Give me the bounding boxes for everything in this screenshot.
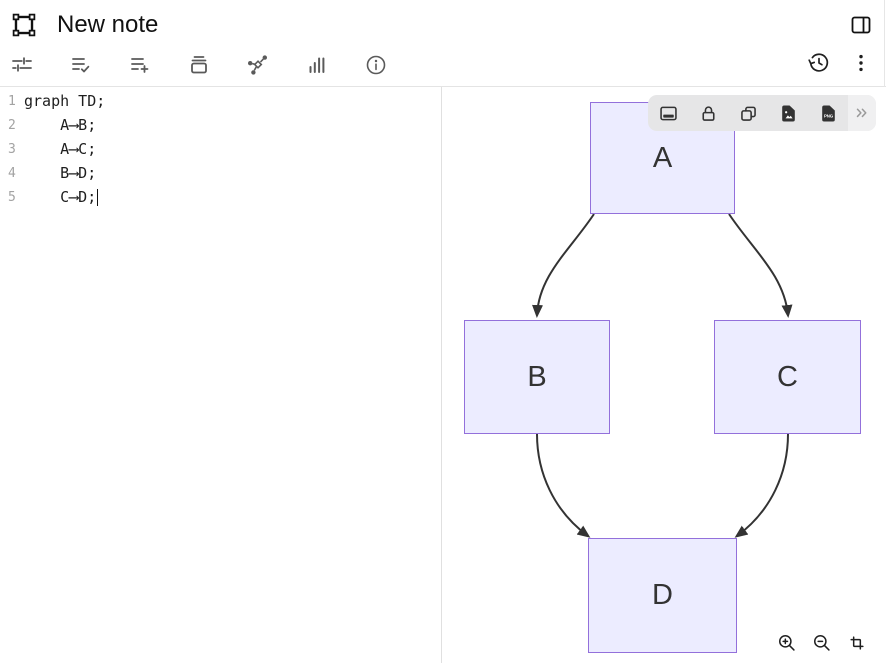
- code-line[interactable]: 2 A⟶B;: [0, 113, 441, 137]
- chevrons-right-icon: [856, 108, 867, 118]
- text-cursor: [96, 188, 99, 206]
- code-line[interactable]: 4 B⟶D;: [0, 161, 441, 185]
- zoom-controls: [777, 633, 867, 653]
- code-text: B⟶D;: [24, 164, 97, 182]
- edge-a-c: [728, 213, 793, 318]
- panel-resizer[interactable]: [441, 87, 442, 663]
- header-divider: [0, 86, 886, 87]
- lock-icon[interactable]: [688, 95, 728, 131]
- list-add-icon[interactable]: [128, 53, 152, 77]
- line-number: 3: [8, 141, 16, 157]
- bar-chart-icon[interactable]: [305, 53, 329, 77]
- edge-b-d: [536, 433, 591, 538]
- toolbar: [0, 44, 886, 85]
- line-number: 2: [8, 117, 16, 133]
- archive-icon[interactable]: [187, 53, 211, 77]
- code-line[interactable]: 1 graph TD;: [0, 89, 441, 113]
- history-icon[interactable]: [807, 51, 831, 75]
- edge-c-d: [734, 433, 789, 538]
- line-number: 1: [8, 93, 16, 109]
- code-text: C⟶D;: [24, 188, 97, 206]
- canvas-toolbar: PNG: [648, 95, 876, 131]
- diagram-node-b[interactable]: B: [464, 320, 610, 434]
- code-line[interactable]: 3 A⟶C;: [0, 137, 441, 161]
- image-file-icon[interactable]: [768, 95, 808, 131]
- code-text: graph TD;: [24, 92, 106, 110]
- edge-a-b: [532, 213, 595, 318]
- diagram-canvas[interactable]: A B C D: [442, 87, 886, 663]
- diagram-node-c[interactable]: C: [714, 320, 861, 434]
- code-editor[interactable]: 1 graph TD; 2 A⟶B; 3 A⟶C; 4 B⟶D; 5 C⟶D;: [0, 87, 441, 663]
- toolbar-overflow[interactable]: [848, 95, 876, 131]
- adjustments-icon[interactable]: [10, 53, 34, 77]
- info-icon[interactable]: [364, 53, 388, 77]
- diagram-edges: [532, 213, 793, 538]
- node-label: A: [652, 141, 673, 174]
- code-text: A⟶C;: [24, 140, 97, 158]
- header: New note: [0, 0, 886, 45]
- list-check-icon[interactable]: [69, 53, 93, 77]
- dock-bottom-icon[interactable]: [648, 95, 688, 131]
- png-export-icon[interactable]: PNG: [808, 95, 848, 131]
- copy-icon[interactable]: [728, 95, 768, 131]
- node-label: B: [527, 360, 547, 393]
- app-logo-selection-frame-icon: [11, 12, 37, 38]
- more-vertical-icon[interactable]: [849, 51, 873, 75]
- line-number: 4: [8, 165, 16, 181]
- code-line[interactable]: 5 C⟶D;: [0, 185, 441, 209]
- page-title: New note: [57, 11, 159, 38]
- node-label: C: [777, 360, 798, 393]
- layout-sidebar-icon[interactable]: [848, 12, 874, 38]
- diagram-node-d[interactable]: D: [588, 538, 737, 653]
- png-label: PNG: [824, 113, 834, 118]
- crop-icon[interactable]: [847, 633, 867, 653]
- graph-icon[interactable]: [246, 53, 270, 77]
- zoom-out-icon[interactable]: [812, 633, 832, 653]
- line-number: 5: [8, 189, 16, 205]
- code-text: A⟶B;: [24, 116, 97, 134]
- node-label: D: [652, 579, 673, 611]
- zoom-in-icon[interactable]: [777, 633, 797, 653]
